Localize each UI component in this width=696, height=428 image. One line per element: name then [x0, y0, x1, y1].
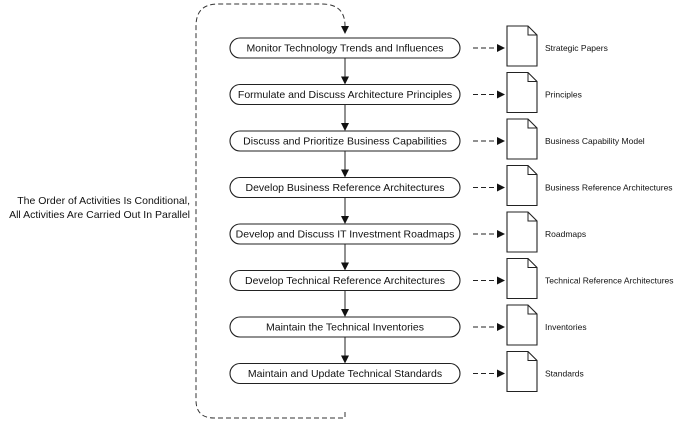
document-fold — [527, 258, 537, 268]
document-icon — [506, 25, 538, 67]
artifact-label: Principles — [545, 90, 582, 100]
artifact-label: Strategic Papers — [545, 43, 608, 53]
document-fold — [527, 72, 537, 82]
document-icon — [506, 350, 538, 393]
document-icon — [506, 71, 538, 114]
activity-label: Formulate and Discuss Architecture Princ… — [238, 89, 452, 101]
activity-label: Discuss and Prioritize Business Capabili… — [243, 136, 447, 148]
activity-label: Maintain the Technical Inventories — [266, 322, 424, 334]
activity-label: Develop and Discuss IT Investment Roadma… — [236, 229, 455, 241]
activity-label: Maintain and Update Technical Standards — [248, 368, 442, 380]
artifact-label: Inventories — [545, 322, 587, 332]
note-line-1: The Order of Activities Is Conditional, — [17, 195, 190, 207]
activity-label: Monitor Technology Trends and Influences — [246, 43, 443, 55]
process-step: Develop Technical Reference Architecture… — [229, 257, 674, 317]
activity-label: Develop Technical Reference Architecture… — [245, 275, 445, 287]
process-step: Develop and Discuss IT Investment Roadma… — [229, 211, 586, 271]
document-icon — [506, 211, 538, 253]
process-step: Develop Business Reference Architectures… — [229, 164, 673, 224]
artifact-label: Business Capability Model — [545, 136, 645, 146]
process-step: Formulate and Discuss Architecture Princ… — [229, 71, 582, 131]
artifact-label: Roadmaps — [545, 229, 586, 239]
artifact-label: Standards — [545, 369, 584, 379]
feedback-loop-connector — [195, 3, 349, 419]
process-step: Monitor Technology Trends and Influences… — [229, 25, 608, 85]
note-line-2: All Activities Are Carried Out In Parall… — [9, 209, 190, 221]
artifact-label: Technical Reference Architectures — [545, 276, 674, 286]
conditional-order-note: The Order of Activities Is Conditional, … — [4, 194, 190, 222]
document-icon — [506, 118, 538, 160]
process-step: Maintain and Update Technical Standards S… — [229, 350, 584, 393]
process-step: Discuss and Prioritize Business Capabili… — [229, 118, 645, 178]
activity-label: Develop Business Reference Architectures — [245, 182, 444, 194]
document-icon — [506, 304, 538, 346]
activity-box — [229, 362, 461, 385]
document-icon — [506, 257, 538, 300]
document-fold — [527, 26, 537, 36]
document-icon — [506, 164, 538, 207]
process-step: Maintain the Technical Inventories Invent… — [229, 304, 587, 364]
artifact-label: Business Reference Architectures — [545, 183, 673, 193]
document-fold — [527, 305, 537, 315]
document-fold — [527, 119, 537, 129]
document-fold — [527, 165, 537, 175]
document-fold — [527, 212, 537, 222]
document-fold — [527, 351, 537, 361]
